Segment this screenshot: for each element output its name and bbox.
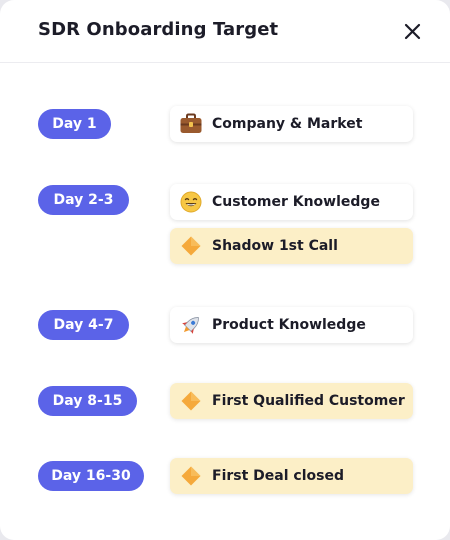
dialog-header: SDR Onboarding Target <box>0 0 450 63</box>
item-label: First Deal closed <box>212 468 344 484</box>
timeline-item-first-deal-closed[interactable]: First Deal closed <box>170 458 413 494</box>
item-label: Product Knowledge <box>212 317 366 333</box>
dialog-title: SDR Onboarding Target <box>38 19 279 40</box>
diamond-icon <box>179 464 203 488</box>
briefcase-icon <box>179 112 203 136</box>
item-label: Company & Market <box>212 116 363 132</box>
close-button[interactable] <box>399 20 425 44</box>
day-pill-1[interactable]: Day 1 <box>38 109 111 139</box>
timeline-item-first-qualified-customer[interactable]: First Qualified Customer <box>170 383 413 419</box>
item-label: Shadow 1st Call <box>212 238 338 254</box>
day-pill-8-15[interactable]: Day 8-15 <box>38 386 137 416</box>
close-icon <box>404 23 421 40</box>
item-label: First Qualified Customer <box>212 393 405 409</box>
timeline-item-shadow-first-call[interactable]: Shadow 1st Call <box>170 228 413 264</box>
smiley-icon <box>179 190 203 214</box>
item-label: Customer Knowledge <box>212 194 380 210</box>
diamond-icon <box>179 389 203 413</box>
timeline-item-product-knowledge[interactable]: Product Knowledge <box>170 307 413 343</box>
rocket-icon <box>179 313 203 337</box>
timeline-item-company-market[interactable]: Company & Market <box>170 106 413 142</box>
day-pill-16-30[interactable]: Day 16-30 <box>38 461 144 491</box>
diamond-icon <box>179 234 203 258</box>
day-pill-2-3[interactable]: Day 2-3 <box>38 185 129 215</box>
day-pill-4-7[interactable]: Day 4-7 <box>38 310 129 340</box>
timeline-item-customer-knowledge[interactable]: Customer Knowledge <box>170 184 413 220</box>
